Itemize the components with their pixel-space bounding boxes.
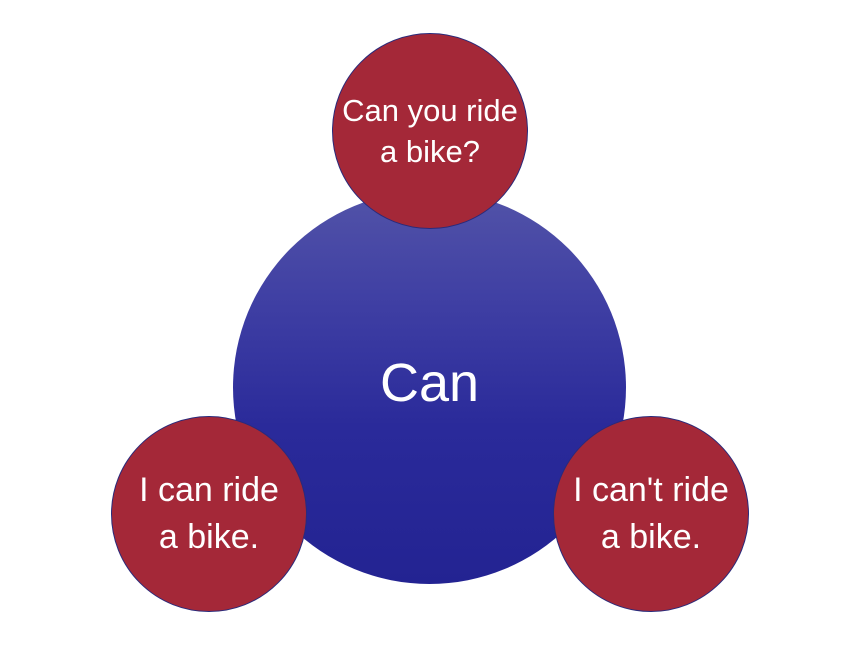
question-line-1: Can you ride bbox=[342, 93, 518, 128]
negative-line-1: I can't ride bbox=[573, 471, 729, 509]
affirmative-line-1: I can ride bbox=[139, 471, 279, 509]
negative-line-2: a bike. bbox=[600, 518, 702, 556]
question-line-2: a bike? bbox=[380, 134, 480, 169]
question-circle: Can you ride a bike? bbox=[332, 33, 528, 229]
negative-circle: I can't ride a bike. bbox=[553, 416, 749, 612]
affirmative-circle: I can ride a bike. bbox=[111, 416, 307, 612]
center-label: Can bbox=[379, 352, 480, 413]
affirmative-text: I can ride a bike. bbox=[139, 467, 279, 561]
question-text: Can you ride a bike? bbox=[342, 90, 518, 172]
affirmative-line-2: a bike. bbox=[158, 518, 260, 556]
negative-text: I can't ride a bike. bbox=[573, 467, 729, 561]
